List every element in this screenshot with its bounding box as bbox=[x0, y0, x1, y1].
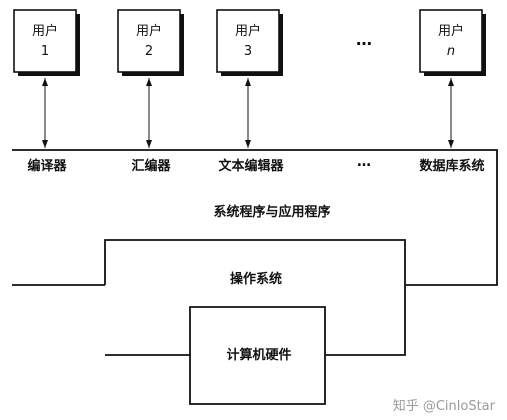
user-box-2: 用户 2 bbox=[117, 9, 184, 76]
user-label: 用户 bbox=[438, 23, 464, 39]
arrow-user-3 bbox=[245, 78, 251, 148]
arrow-user-2 bbox=[146, 78, 152, 148]
system-programs-layer-label: 系统程序与应用程序 bbox=[213, 204, 330, 220]
user-box-n: 用户 n bbox=[419, 9, 486, 76]
arrow-user-1 bbox=[42, 78, 48, 148]
user-index: 3 bbox=[244, 44, 252, 59]
user-label: 用户 bbox=[136, 23, 162, 39]
user-box-1: 用户 1 bbox=[13, 9, 80, 76]
program-label-assembler: 汇编器 bbox=[131, 158, 171, 174]
user-index: n bbox=[447, 44, 455, 59]
user-index: 2 bbox=[145, 44, 153, 59]
user-box-3: 用户 3 bbox=[216, 9, 283, 76]
os-layer-label: 操作系统 bbox=[230, 271, 282, 287]
user-label: 用户 bbox=[235, 23, 261, 39]
program-label-text-editor: 文本编辑器 bbox=[218, 158, 284, 174]
system-programs-layer bbox=[12, 149, 498, 286]
program-label-compiler: 编译器 bbox=[27, 158, 67, 174]
os-layer bbox=[104, 239, 406, 356]
hardware-layer bbox=[189, 306, 326, 405]
programs-ellipsis: … bbox=[357, 154, 371, 170]
user-index: 1 bbox=[41, 44, 49, 59]
hardware-layer-label: 计算机硬件 bbox=[226, 347, 291, 363]
arrow-user-n bbox=[448, 78, 454, 148]
user-label: 用户 bbox=[32, 23, 58, 39]
arrows bbox=[42, 78, 454, 148]
program-label-database-system: 数据库系统 bbox=[419, 158, 484, 174]
users-ellipsis: … bbox=[356, 30, 372, 49]
watermark: 知乎 @CinloStar bbox=[393, 398, 496, 414]
